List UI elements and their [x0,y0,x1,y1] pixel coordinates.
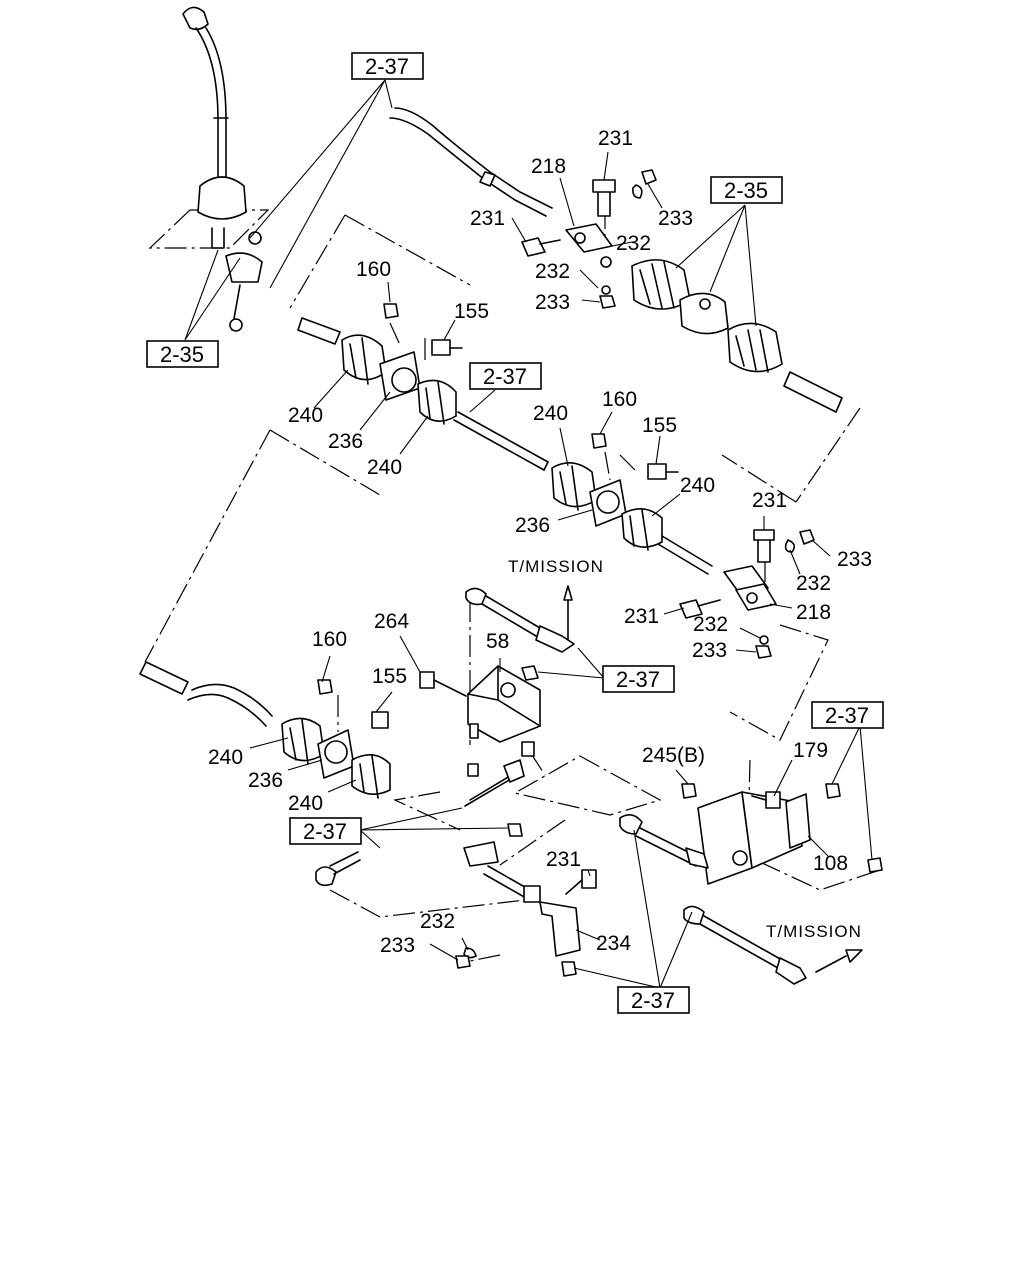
lower-left-cable [139,661,391,799]
part-label-240: 240 [288,404,323,427]
svg-text:2-37: 2-37 [616,667,660,692]
boot-set-upper-right [631,259,843,413]
part-label-58: 58 [486,630,509,653]
part-label-231: 231 [470,207,505,230]
part-label-233: 233 [535,291,570,314]
part-label-233: 233 [380,934,415,957]
part-label-231: 231 [752,489,787,512]
part-label-236: 236 [515,514,550,537]
part-label-236: 236 [328,430,363,453]
ref-box-4: 2-37 [469,362,542,390]
svg-text:2-37: 2-37 [365,54,409,79]
part-label-108: 108 [813,852,848,875]
part-label-240: 240 [680,474,715,497]
joint-218-upper [521,169,657,309]
part-label-155: 155 [372,665,407,688]
part-label-160: 160 [356,258,391,281]
part-label-231: 231 [624,605,659,628]
lower-tmission-rod [683,905,863,985]
svg-text:2-37: 2-37 [825,703,869,728]
part-label-232: 232 [420,910,455,933]
part-label-245b: 245(B) [642,744,705,767]
svg-text:2-37: 2-37 [631,988,675,1013]
joint-218-lower [679,529,815,659]
part-label-240: 240 [367,456,402,479]
svg-text:2-37: 2-37 [483,364,527,389]
bracket-234 [455,869,597,977]
svg-text:2-35: 2-35 [160,342,204,367]
part-label-240: 240 [208,746,243,769]
part-label-233: 233 [692,639,727,662]
part-label-231: 231 [598,127,633,150]
part-label-231: 231 [546,848,581,871]
part-label-240: 240 [288,792,323,815]
part-labels: 231 218 231 233 232 232 233 160 155 240 … [208,127,872,957]
middle-shift-cable [453,411,549,471]
bracket-108 [619,783,883,885]
svg-text:2-37: 2-37 [303,819,347,844]
ref-box-5: 2-37 [602,665,675,693]
upper-shift-cable [389,107,553,217]
lower-select-linkage [315,759,541,903]
part-label-232: 232 [535,260,570,283]
part-label-236: 236 [248,769,283,792]
part-label-234: 234 [596,932,631,955]
part-label-240: 240 [533,402,568,425]
part-label-160: 160 [602,388,637,411]
part-label-232: 232 [693,613,728,636]
part-label-160: 160 [312,628,347,651]
part-label-232: 232 [796,572,831,595]
leader-lines [184,79,873,989]
part-label-232: 232 [616,232,651,255]
ref-box-1: 2-37 [351,52,424,80]
part-label-233: 233 [658,207,693,230]
part-label-233: 233 [837,548,872,571]
ref-box-7: 2-37 [289,817,362,845]
tmission-label-upper: T/MISSION [508,557,604,576]
mount-236-b [551,433,713,575]
shift-lever [182,6,263,332]
bracket-58 [419,665,541,757]
tmission-label-lower: T/MISSION [766,922,862,941]
ref-box-6: 2-37 [811,701,884,729]
mount-236-a [297,303,463,425]
svg-text:2-35: 2-35 [724,178,768,203]
upper-tmission-rod [465,585,575,653]
part-label-264: 264 [374,610,409,633]
part-label-218: 218 [531,155,566,178]
part-label-179: 179 [793,739,828,762]
ref-box-3: 2-35 [710,176,783,204]
ref-box-8: 2-37 [617,986,690,1014]
part-label-218: 218 [796,601,831,624]
part-label-155: 155 [642,414,677,437]
ref-box-2: 2-35 [146,340,219,368]
part-label-155: 155 [454,300,489,323]
